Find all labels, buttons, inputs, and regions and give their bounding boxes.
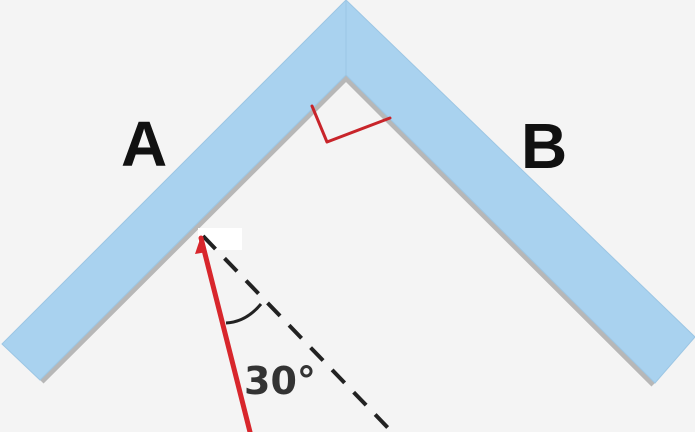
incident-ray bbox=[198, 235, 253, 432]
angle-arc bbox=[225, 303, 263, 325]
mirror-a bbox=[1, 0, 347, 381]
normal-line bbox=[201, 234, 394, 432]
mirror-b bbox=[345, 0, 695, 384]
angle-label: 30° bbox=[244, 359, 316, 403]
right-angle-mark bbox=[310, 104, 392, 144]
mirror-b-label: B bbox=[521, 110, 568, 182]
mirror-a-label: A bbox=[121, 108, 168, 180]
ray-arrowhead-icon bbox=[195, 236, 207, 254]
